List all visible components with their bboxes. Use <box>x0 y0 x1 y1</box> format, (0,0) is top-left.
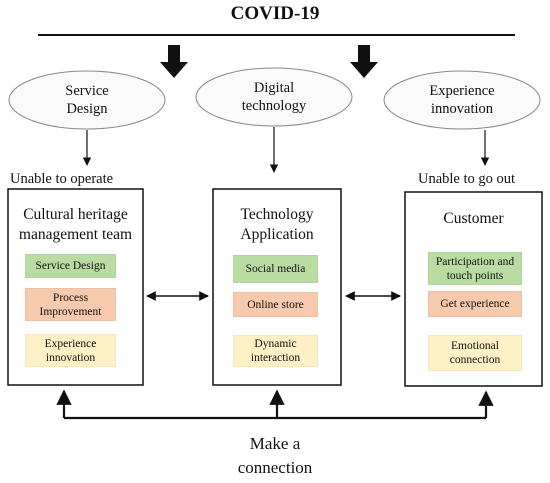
chip-process-improvement: Process Improvement <box>25 288 116 321</box>
chip-participation-touch-points: Participation and touch points <box>428 252 522 285</box>
ellipse-experience-innovation <box>383 70 541 130</box>
chip-social-media: Social media <box>233 255 318 283</box>
diagram-title: COVID-19 <box>230 3 320 24</box>
chip-online-store: Online store <box>233 292 318 317</box>
box-title-technology-application: Technology Application <box>240 206 314 243</box>
big-down-arrow-right <box>350 45 378 78</box>
ellipse-digital-technology <box>195 67 353 127</box>
bottom-label: Make a connection <box>237 434 313 477</box>
chip-get-experience: Get experience <box>428 291 522 317</box>
ellipse-label-experience-innovation: Experience innovation <box>429 83 495 117</box>
box-title-customer: Customer <box>443 210 504 227</box>
note-unable-to-go-out: Unable to go out <box>418 171 516 187</box>
ellipse-label-digital-technology: Digital technology <box>241 80 307 114</box>
ellipse-service-design <box>8 70 166 130</box>
chip-experience-innovation: Experience innovation <box>25 334 116 367</box>
big-down-arrow-left <box>160 45 188 78</box>
ellipse-label-service-design: Service Design <box>65 83 109 117</box>
box-title-management-team: Cultural heritage management team <box>18 206 133 243</box>
note-unable-to-operate: Unable to operate <box>10 171 114 187</box>
chip-dynamic-interaction: Dynamic interaction <box>233 335 318 367</box>
chip-service-design: Service Design <box>25 254 116 278</box>
chip-emotional-connection: Emotional connection <box>428 335 522 371</box>
